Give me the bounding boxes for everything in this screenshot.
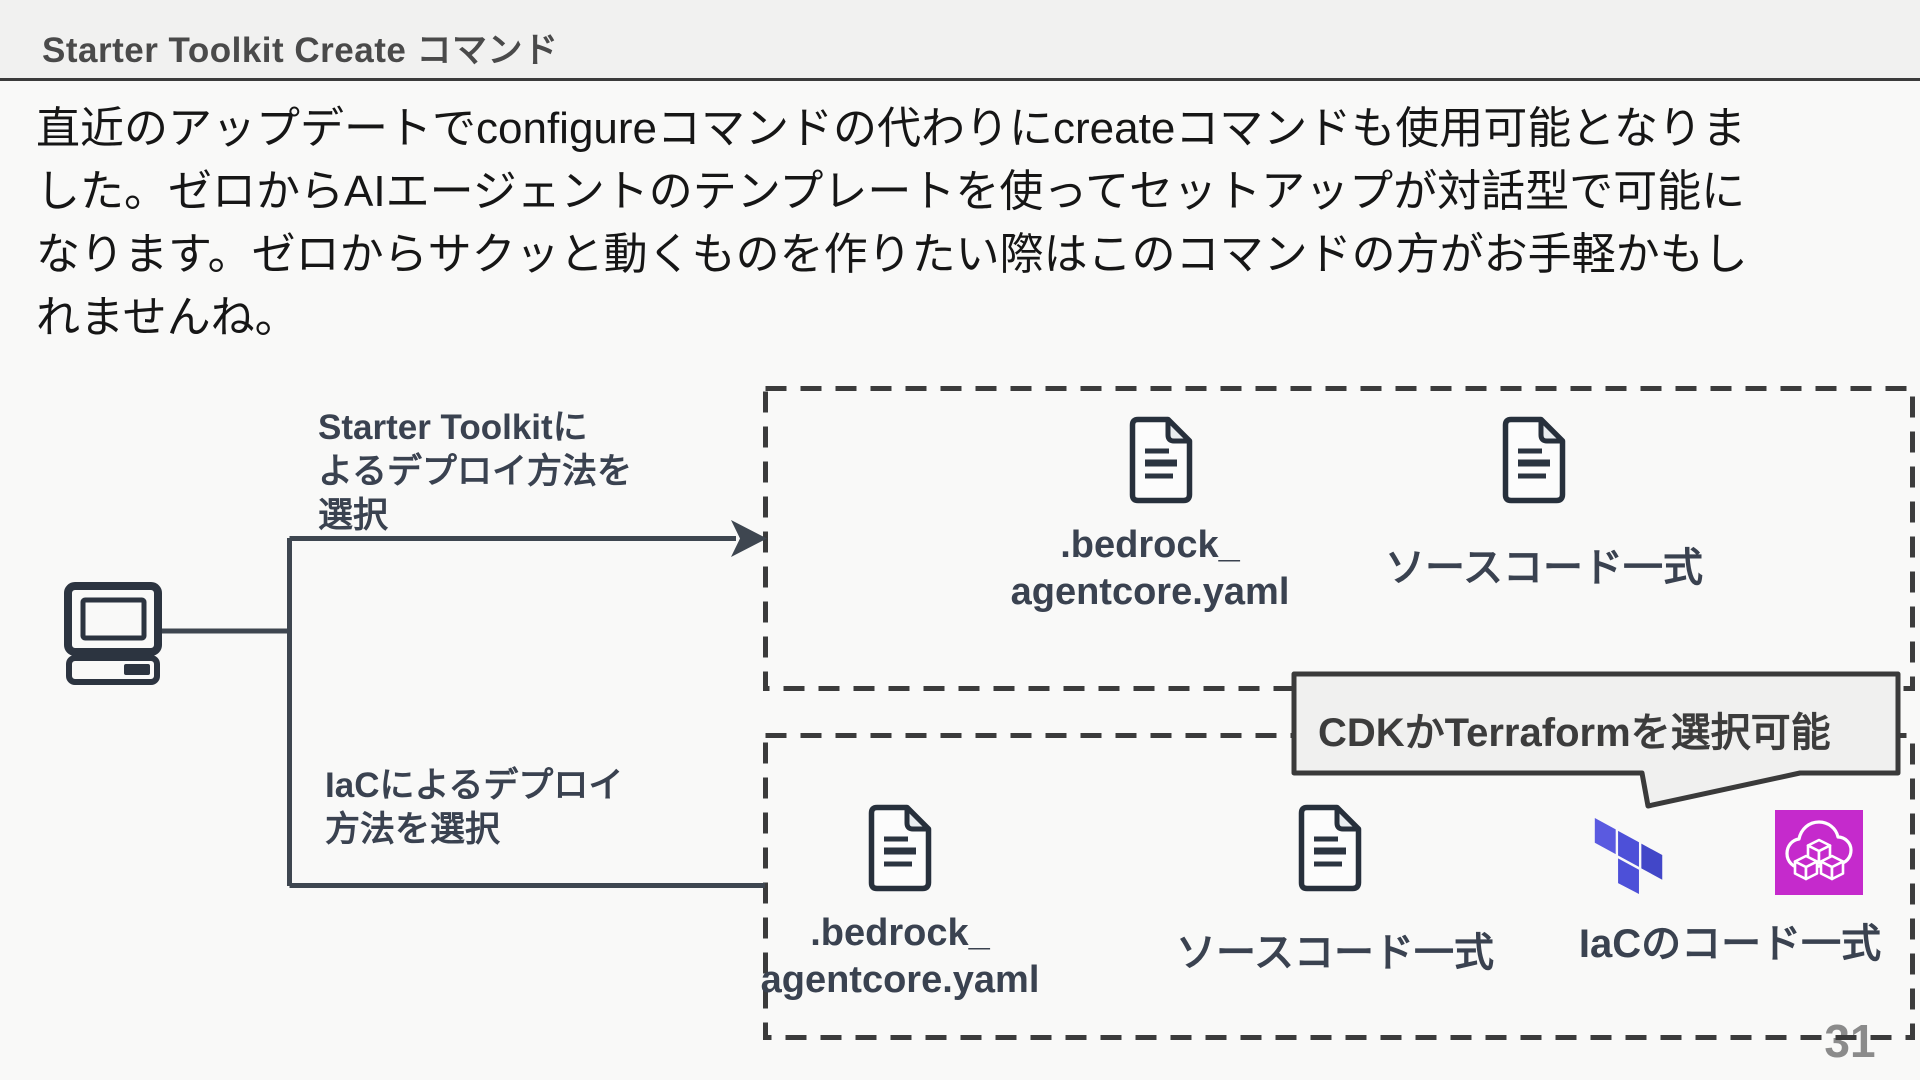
toolkit-output-box: [763, 386, 1915, 691]
iac-source-label: ソースコード一式: [1176, 931, 1494, 975]
page-title: Starter Toolkit Create コマンド: [42, 31, 559, 70]
branch-top-line: Starter Toolkitに: [318, 408, 588, 447]
header-bar: Starter Toolkit Create コマンド: [0, 0, 1920, 81]
branch-bottom-label: IaCによるデプロイ 方法を選択: [325, 764, 623, 852]
body-paragraph: 直近のアップデートでconfigureコマンドの代わりにcreateコマンドも使…: [36, 97, 1916, 349]
cubes-glyph: [1793, 838, 1845, 881]
label-line: agentcore.yaml: [1010, 571, 1290, 613]
file-icon: [1129, 416, 1193, 504]
label-line: .bedrock_: [1060, 524, 1240, 566]
iac-yaml-label: .bedrock_ agentcore.yaml: [750, 910, 1050, 1004]
computer-icon: [64, 582, 162, 685]
page-number: 31: [1824, 1015, 1876, 1067]
body-line: 直近のアップデートでconfigureコマンドの代わりにcreateコマンドも使…: [36, 104, 1746, 153]
cloudformation-icon: [1775, 810, 1863, 895]
iac-code-label: IaCのコード一式: [1578, 922, 1882, 966]
toolkit-yaml-label: .bedrock_ agentcore.yaml: [1000, 522, 1300, 616]
file-icon: [1502, 416, 1566, 504]
branch-top-label: Starter Toolkitに よるデプロイ方法を 選択: [318, 406, 632, 538]
terraform-icon: [1594, 818, 1663, 894]
branch-top-line: よるデプロイ方法を: [318, 452, 632, 491]
callout-bubble: [1291, 671, 1901, 809]
label-line: agentcore.yaml: [760, 959, 1040, 1001]
file-icon: [1298, 804, 1362, 892]
branch-connector-lines: [160, 536, 765, 888]
file-icon: [868, 804, 932, 892]
toolkit-source-label: ソースコード一式: [1385, 546, 1703, 590]
body-line: れませんね。: [36, 293, 299, 342]
arrow-right-icon: [731, 520, 767, 557]
branch-top-line: 選択: [318, 496, 389, 535]
callout-text: CDKかTerraformを選択可能: [1318, 711, 1831, 755]
branch-bottom-line: 方法を選択: [325, 810, 501, 849]
branch-bottom-line: IaCによるデプロイ: [325, 766, 624, 805]
body-line: した。ゼロからAIエージェントのテンプレートを使ってセットアップが対話型で可能に: [36, 167, 1746, 216]
body-line: なります。ゼロからサクッと動くものを作りたい際はこのコマンドの方がお手軽かもし: [36, 230, 1748, 279]
label-line: .bedrock_: [810, 912, 990, 954]
